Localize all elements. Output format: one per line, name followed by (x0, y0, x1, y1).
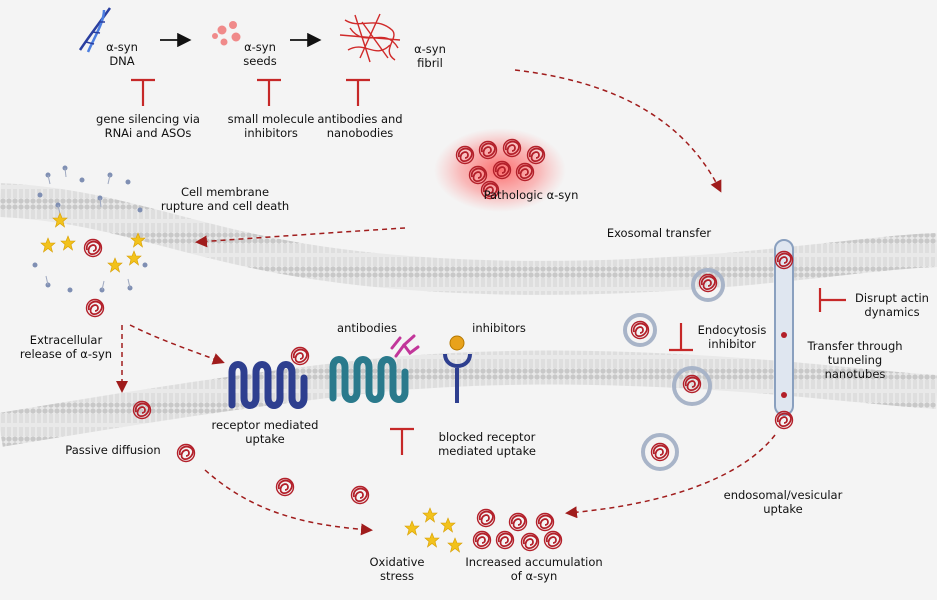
label-passive: Passive diffusion (65, 443, 161, 457)
fibril-icon (339, 13, 401, 63)
dashed-arrows (116, 69, 776, 536)
label-oxidative: Oxidative stress (369, 555, 425, 583)
label-gene-silencing: gene silencing via RNAi and ASOs (96, 112, 200, 140)
label-antibodies: antibodies (337, 321, 397, 335)
receptor-teal (329, 356, 409, 403)
label-syn-seeds: α-syn seeds (243, 40, 277, 68)
label-antibodies-nanobodies: antibodies and nanobodies (317, 112, 403, 140)
label-accumulation: Increased accumulation of α-syn (465, 555, 603, 583)
label-extracellular: Extracellular release of α-syn (19, 333, 113, 361)
label-small-molecule: small molecule inhibitors (227, 112, 315, 140)
label-tunneling: Transfer through tunneling nanotubes (807, 339, 903, 381)
tunneling-nanotube (774, 239, 794, 416)
label-endosomal: endosomal/vesicular uptake (723, 488, 843, 516)
label-syn-dna: α-syn DNA (106, 40, 138, 68)
label-membrane-rupture: Cell membrane rupture and cell death (160, 185, 290, 213)
label-inhibitors: inhibitors (472, 321, 526, 335)
dna-icon (78, 7, 112, 53)
inhibit-bars (131, 78, 846, 455)
inhibitor-receptor (443, 335, 472, 403)
receptor-blue (228, 361, 308, 409)
label-disrupt-actin: Disrupt actin dynamics (855, 291, 929, 319)
rupture-burst (32, 165, 148, 293)
label-pathologic: Pathologic α-syn (483, 188, 579, 202)
lower-membrane (0, 350, 937, 447)
upper-membrane (0, 183, 937, 295)
vesicles (623, 268, 725, 471)
label-receptor-uptake: receptor mediated uptake (211, 418, 319, 446)
oxidative-stars (404, 507, 463, 553)
label-exosomal: Exosomal transfer (606, 226, 712, 240)
label-endocytosis-inhibitor: Endocytosis inhibitor (697, 323, 767, 351)
antibody-icon (390, 334, 420, 358)
label-syn-fibril: α-syn fibril (414, 42, 446, 70)
seeds-icon (212, 21, 241, 46)
label-blocked-receptor: blocked receptor mediated uptake (438, 430, 536, 458)
accumulation-cluster (472, 508, 563, 552)
